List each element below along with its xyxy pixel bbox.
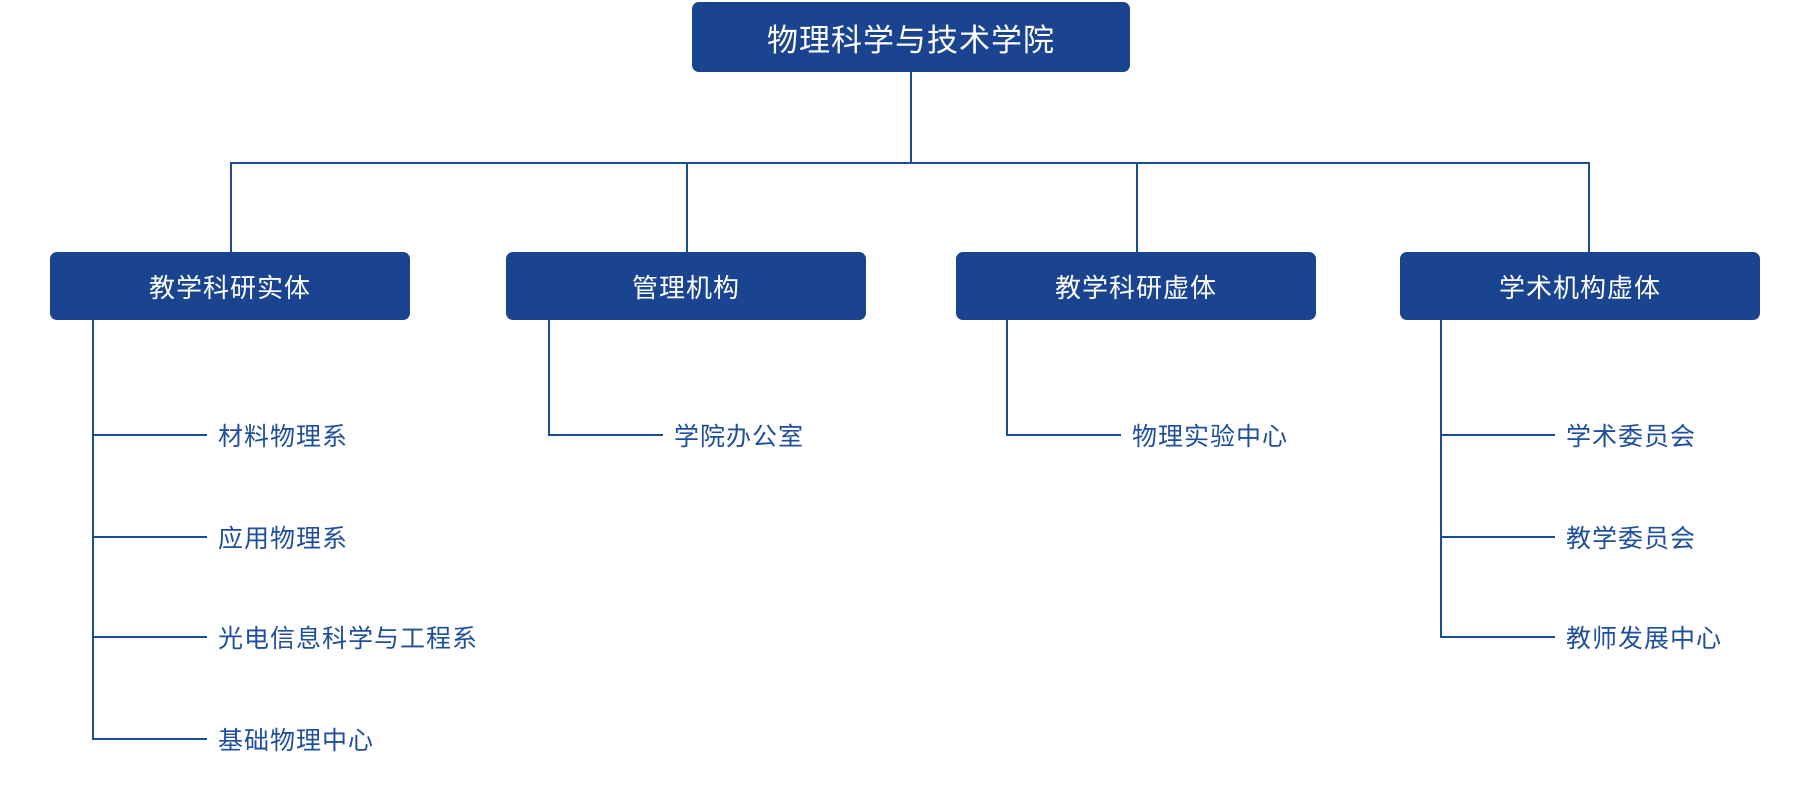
branch-3-leaf-1-connector bbox=[1006, 434, 1121, 436]
root-stem-line bbox=[910, 72, 912, 163]
branch-node-1-label: 教学科研实体 bbox=[148, 272, 311, 303]
branch-node-4[interactable]: 学术机构虚体 bbox=[1400, 252, 1760, 320]
leaf-label-basic-physics-center[interactable]: 基础物理中心 bbox=[218, 727, 375, 755]
branch-1-spine-line bbox=[92, 320, 94, 739]
leaf-label-optoelectronic-info[interactable]: 光电信息科学与工程系 bbox=[218, 625, 479, 653]
branch-3-drop-line bbox=[1136, 162, 1138, 252]
branch-1-drop-line bbox=[230, 162, 232, 252]
branch-node-3-label: 教学科研虚体 bbox=[1054, 272, 1217, 303]
branch-1-leaf-4-connector bbox=[92, 738, 207, 740]
leaf-label-applied-physics[interactable]: 应用物理系 bbox=[218, 525, 349, 553]
branch-node-1[interactable]: 教学科研实体 bbox=[50, 252, 410, 320]
branch-node-4-label: 学术机构虚体 bbox=[1498, 272, 1661, 303]
branch-1-leaf-3-connector bbox=[92, 636, 207, 638]
branch-4-drop-line bbox=[1588, 162, 1590, 252]
branch-4-leaf-1-connector bbox=[1440, 434, 1555, 436]
leaf-label-physics-lab-center[interactable]: 物理实验中心 bbox=[1132, 423, 1289, 451]
branch-1-leaf-1-connector bbox=[92, 434, 207, 436]
branch-2-leaf-1-connector bbox=[548, 434, 663, 436]
branch-node-2-label: 管理机构 bbox=[631, 272, 740, 303]
leaf-label-material-physics[interactable]: 材料物理系 bbox=[218, 423, 349, 451]
branch-1-leaf-2-connector bbox=[92, 536, 207, 538]
branch-3-spine-line bbox=[1006, 320, 1008, 436]
branch-4-spine-line bbox=[1440, 320, 1442, 638]
branch-4-leaf-3-connector bbox=[1440, 636, 1555, 638]
root-node[interactable]: 物理科学与技术学院 bbox=[692, 2, 1130, 72]
leaf-label-college-office[interactable]: 学院办公室 bbox=[674, 423, 805, 451]
root-node-label: 物理科学与技术学院 bbox=[767, 22, 1055, 58]
leaf-label-academic-committee[interactable]: 学术委员会 bbox=[1566, 423, 1697, 451]
branch-node-3[interactable]: 教学科研虚体 bbox=[956, 252, 1316, 320]
branch-2-drop-line bbox=[686, 162, 688, 252]
branch-2-spine-line bbox=[548, 320, 550, 436]
leaf-label-teaching-committee[interactable]: 教学委员会 bbox=[1566, 525, 1697, 553]
leaf-label-teacher-development-center[interactable]: 教师发展中心 bbox=[1566, 625, 1723, 653]
branch-bus-line bbox=[230, 162, 1590, 164]
branch-4-leaf-2-connector bbox=[1440, 536, 1555, 538]
branch-node-2[interactable]: 管理机构 bbox=[506, 252, 866, 320]
